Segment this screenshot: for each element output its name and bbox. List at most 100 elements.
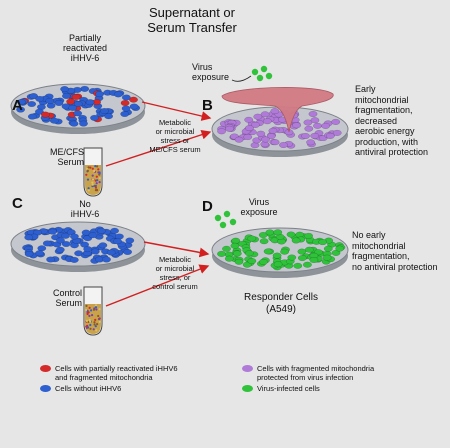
legend-swatch-green xyxy=(242,385,253,392)
cell xyxy=(308,110,318,117)
cell xyxy=(304,125,314,132)
serum-particle xyxy=(89,166,92,169)
cell xyxy=(80,85,90,92)
serum-particle xyxy=(91,178,95,181)
dish-a-label: Partially reactivated iHHV-6 xyxy=(62,33,108,63)
cell xyxy=(71,93,81,100)
panel-letter-d: D xyxy=(202,198,213,215)
cell xyxy=(242,261,252,268)
cell xyxy=(266,133,276,140)
cell xyxy=(256,130,266,137)
serum-particle xyxy=(89,323,92,327)
cell xyxy=(69,120,79,127)
cell xyxy=(297,248,307,255)
dish-b-cells xyxy=(217,108,342,149)
serum-particle xyxy=(98,308,101,311)
arrow-dish-c-to-d xyxy=(143,241,210,258)
serum-particle xyxy=(90,309,93,312)
panel-letter-b: B xyxy=(202,97,213,114)
cell xyxy=(49,117,59,124)
cell xyxy=(287,254,297,261)
serum-particle xyxy=(94,304,98,307)
legend-swatch-purple xyxy=(242,365,253,372)
cell xyxy=(258,258,268,265)
cell xyxy=(303,119,313,126)
cell xyxy=(42,240,52,247)
cell xyxy=(27,100,37,107)
cell xyxy=(258,231,268,238)
serum-particle xyxy=(87,187,90,190)
serum-particle xyxy=(89,327,92,330)
legend-item-fragmented: Cells with fragmented mitochondria prote… xyxy=(242,364,447,384)
cell xyxy=(79,120,88,127)
dish-b xyxy=(211,87,349,157)
serum-particle xyxy=(97,171,100,174)
cell xyxy=(262,118,272,125)
serum-particle xyxy=(85,304,88,307)
arrow-tube-top-to-b xyxy=(105,129,212,167)
serum-particle xyxy=(93,321,96,324)
cell xyxy=(297,254,307,261)
cell xyxy=(69,256,79,263)
cell xyxy=(106,249,116,256)
legend-swatch-blue xyxy=(40,385,51,392)
cell xyxy=(73,100,83,107)
cell xyxy=(68,104,78,111)
supernatant-drop xyxy=(221,87,334,133)
cell xyxy=(304,232,313,239)
arrow-dish-a-to-b xyxy=(141,101,212,121)
cell xyxy=(260,111,270,118)
cell xyxy=(61,232,70,239)
dish-d-cells xyxy=(217,229,346,271)
cell xyxy=(16,106,26,113)
cell xyxy=(318,239,328,246)
panel-letter-c: C xyxy=(12,195,23,212)
result-b-text: Early mitochondrial fragmentation, decre… xyxy=(355,84,429,157)
cell xyxy=(62,92,71,99)
cell xyxy=(41,111,50,118)
cell xyxy=(129,96,138,103)
cell xyxy=(301,132,310,139)
dish-c xyxy=(10,221,146,272)
cell xyxy=(125,237,135,244)
serum-particle xyxy=(93,323,96,326)
serum-particle xyxy=(86,312,89,316)
dish-d xyxy=(211,227,349,278)
cell xyxy=(90,114,99,121)
virus-particles-top xyxy=(251,65,273,82)
cell xyxy=(234,258,244,265)
cell xyxy=(310,132,320,139)
cell xyxy=(66,98,76,105)
cell xyxy=(110,227,120,234)
cell xyxy=(48,228,57,235)
serum-particle xyxy=(95,188,98,191)
cell xyxy=(90,248,100,255)
cell xyxy=(217,128,227,135)
cell xyxy=(273,261,283,268)
serum-particle xyxy=(85,319,88,322)
serum-particle xyxy=(85,308,88,312)
cell xyxy=(102,256,111,263)
cell xyxy=(123,248,133,255)
cell xyxy=(243,133,253,140)
cell xyxy=(98,242,108,249)
cell xyxy=(29,93,38,100)
cell xyxy=(225,125,234,132)
serum-particle xyxy=(98,320,101,323)
cell xyxy=(292,122,301,129)
serum-particle xyxy=(88,314,91,317)
cell xyxy=(24,234,34,241)
cell xyxy=(24,250,34,257)
cell xyxy=(313,122,322,129)
virus-exposure-bottom-label: Virus exposure xyxy=(240,197,278,217)
cell xyxy=(335,245,345,252)
cell xyxy=(322,254,332,261)
serum-particle xyxy=(89,320,92,323)
arrow-top-text: Metabolic or microbial stress or ME/CFS … xyxy=(149,118,201,154)
serum-particle xyxy=(98,317,101,320)
cell xyxy=(270,108,280,115)
serum-particle xyxy=(94,306,98,309)
cell xyxy=(120,110,130,117)
cell xyxy=(253,113,263,120)
